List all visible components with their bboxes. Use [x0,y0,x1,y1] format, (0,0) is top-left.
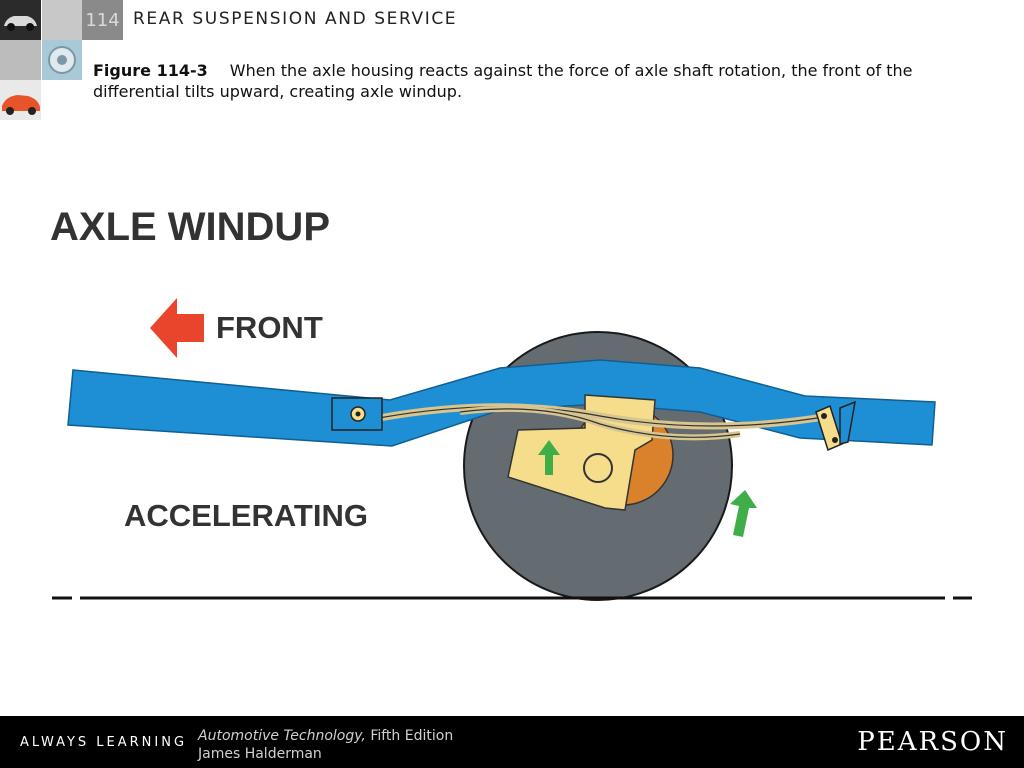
sports-car-thumbnail-image [0,80,41,120]
front-spring-mount [331,397,383,431]
car-thumbnail-image [0,0,41,40]
footer-bar: ALWAYS LEARNING Automotive Technology, F… [0,716,1024,768]
frame-rail [67,359,936,447]
front-label: FRONT [216,310,323,345]
housing-lift-arrow-icon [538,440,560,475]
book-title: Automotive Technology, [198,728,366,744]
axle-windup-diagram: AXLE WINDUP FRONT [40,190,990,620]
book-edition: Fifth Edition [370,728,454,744]
front-direction-arrow-icon [150,298,204,358]
chapter-title: REAR SUSPENSION AND SERVICE [133,9,458,29]
footer-book-info: Automotive Technology, Fifth Edition Jam… [198,727,453,763]
book-author: James Halderman [198,746,322,762]
gray-thumbnail-block [0,40,41,80]
header-gray-block [42,0,82,40]
engine-thumbnail-image [42,40,82,80]
wheel-rotation-arrow-icon [730,490,757,537]
rear-spring-shackle [815,400,856,452]
figure-label: Figure 114-3 [93,61,208,80]
side-thumbnail-strip [0,0,42,122]
publisher-logo: PEARSON [857,727,1008,757]
accelerating-label: ACCELERATING [124,498,368,533]
leaf-spring [357,403,831,441]
diagram-title: AXLE WINDUP [50,205,330,249]
chapter-number: 114 [85,9,120,31]
chapter-number-badge: 114 [82,0,123,40]
figure-caption-text: When the axle housing reacts against the… [93,61,913,101]
footer-tagline: ALWAYS LEARNING [20,735,188,750]
